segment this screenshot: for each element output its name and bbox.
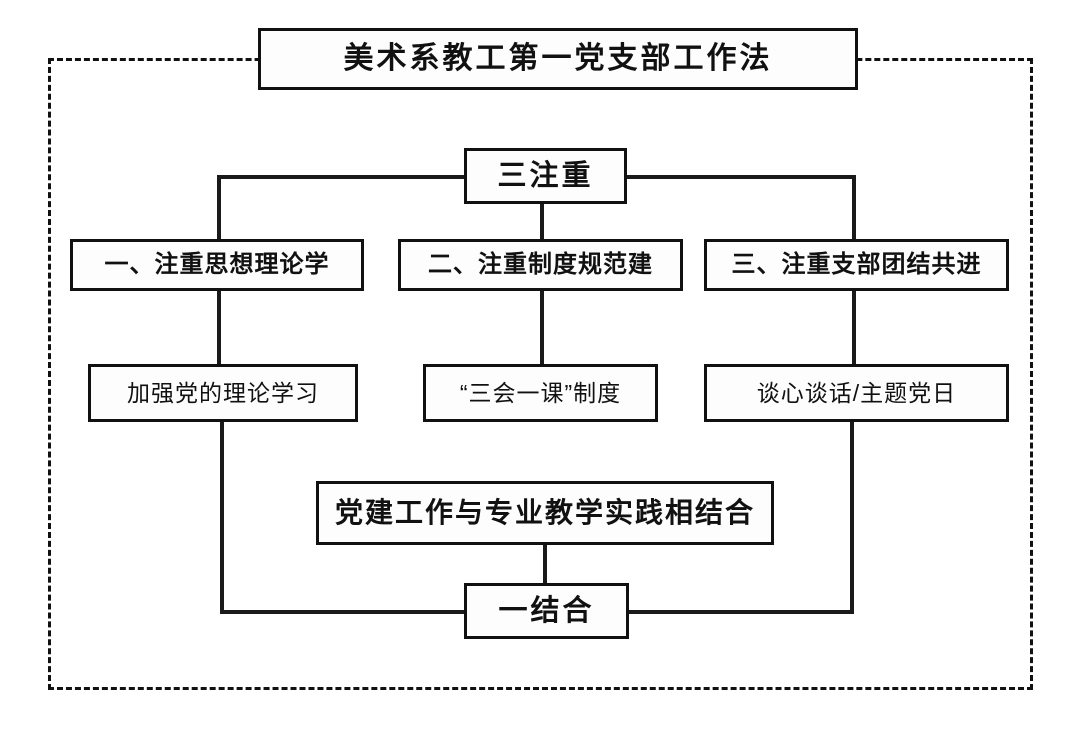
connector-pillar-3-to-detail-3 — [852, 289, 856, 365]
node-title[interactable]: 美术系教工第一党支部工作法 — [258, 28, 858, 90]
node-detail-1[interactable]: 加强党的理论学习 — [88, 364, 358, 422]
node-pillar-3[interactable]: 三、注重支部团结共进 — [704, 239, 1009, 291]
connector-bottom-left-bus — [220, 610, 466, 614]
node-bottom[interactable]: 一结合 — [464, 583, 629, 639]
node-root-label: 三注重 — [497, 159, 594, 192]
connector-root-left-arm — [217, 175, 465, 179]
node-detail-2[interactable]: “三会一课”制度 — [423, 364, 658, 422]
connector-root-to-pillar-2 — [540, 203, 544, 241]
node-detail-2-label: “三会一课”制度 — [459, 379, 622, 406]
connector-combine-to-bottom — [543, 545, 547, 583]
node-pillar-2[interactable]: 二、注重制度规范建 — [398, 239, 683, 291]
node-bottom-label: 一结合 — [498, 594, 595, 627]
node-pillar-1-label: 一、注重思想理论学 — [104, 251, 330, 279]
node-root[interactable]: 三注重 — [464, 148, 627, 204]
connector-detail-1-down-rail — [220, 421, 224, 614]
connector-pillar-1-to-detail-1 — [217, 289, 221, 365]
connector-detail-3-down-rail — [850, 421, 854, 614]
node-detail-3[interactable]: 谈心谈话/主题党日 — [704, 364, 1009, 422]
connector-pillar-2-to-detail-2 — [540, 289, 544, 365]
connector-root-right-arm — [625, 175, 856, 179]
node-detail-1-label: 加强党的理论学习 — [127, 379, 319, 406]
connector-root-to-pillar-3 — [852, 175, 856, 241]
node-detail-3-label: 谈心谈话/主题党日 — [756, 379, 957, 406]
node-pillar-3-label: 三、注重支部团结共进 — [731, 251, 982, 279]
node-title-label: 美术系教工第一党支部工作法 — [343, 42, 773, 76]
connector-root-to-pillar-1 — [217, 175, 221, 241]
connector-bottom-right-bus — [626, 610, 854, 614]
node-pillar-1[interactable]: 一、注重思想理论学 — [70, 239, 364, 291]
node-pillar-2-label: 二、注重制度规范建 — [428, 251, 653, 279]
node-combine[interactable]: 党建工作与专业教学实践相结合 — [316, 481, 774, 545]
node-combine-label: 党建工作与专业教学实践相结合 — [334, 497, 755, 529]
